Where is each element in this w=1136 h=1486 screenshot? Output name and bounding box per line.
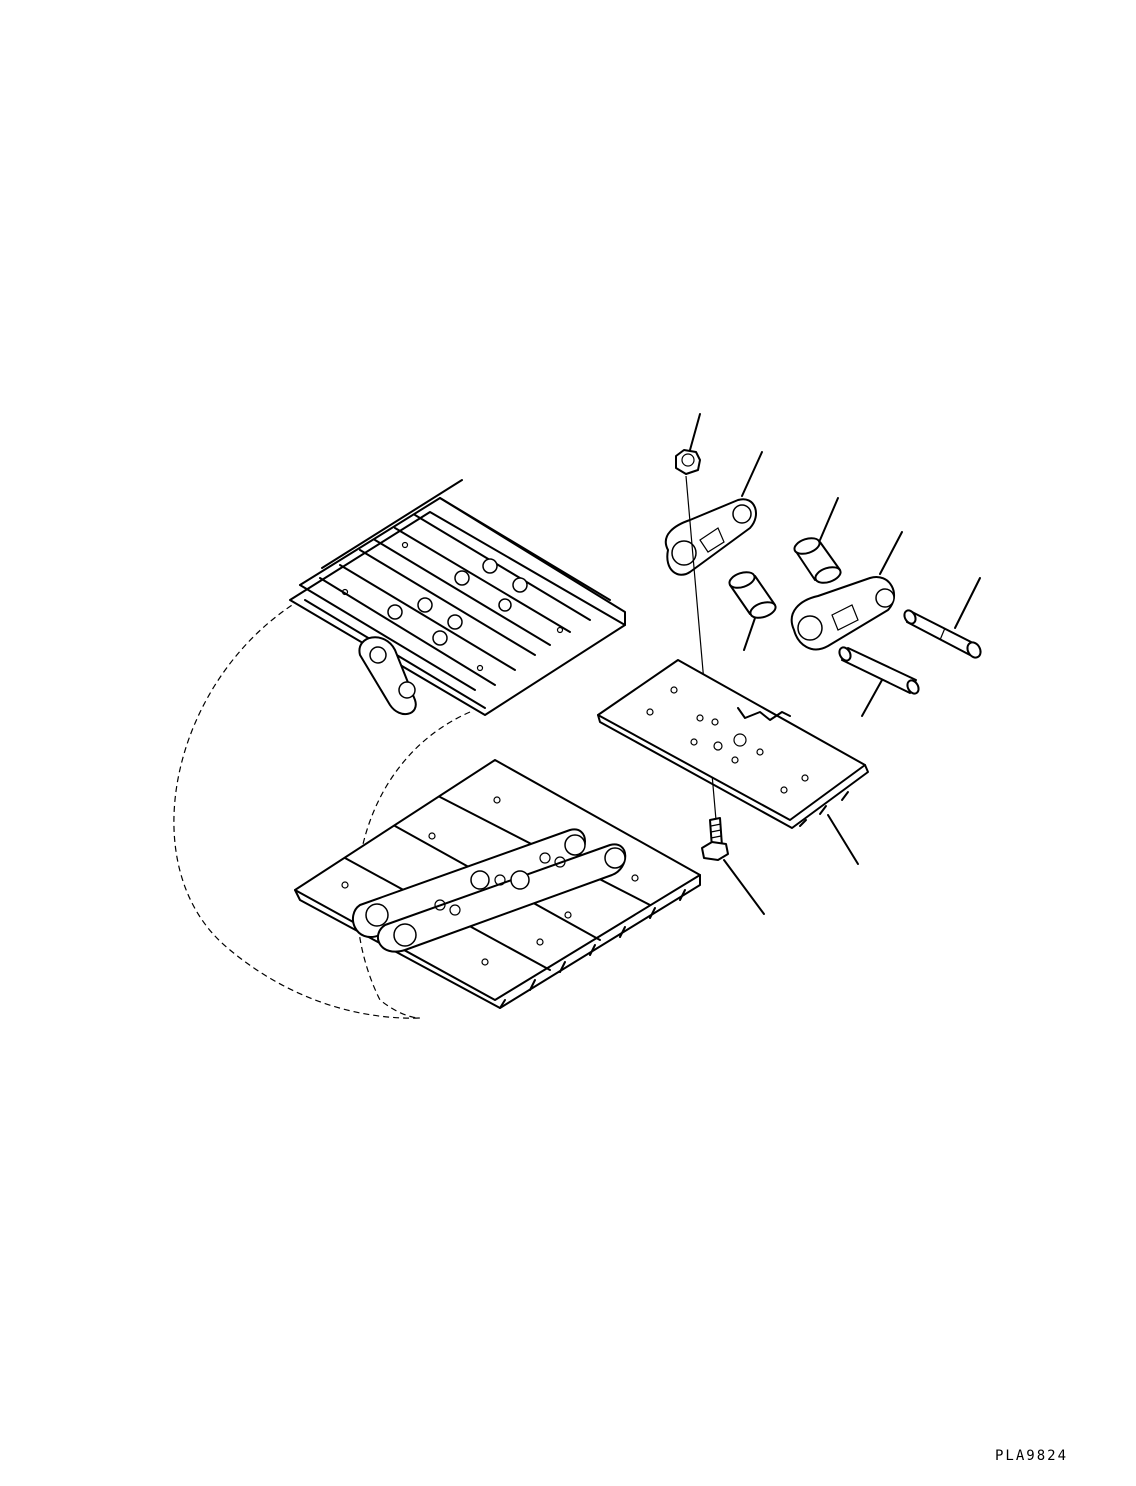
link-right (792, 532, 902, 649)
nut-leader (690, 414, 700, 450)
pin-leader (862, 680, 882, 716)
bushing-lower (727, 569, 777, 650)
link-left-leader (742, 452, 762, 496)
track-assembly (174, 480, 700, 1018)
link-right-leader (880, 532, 902, 574)
upper-track-shoes (290, 480, 625, 715)
track-wrap-outline (174, 600, 420, 1018)
bushing-upper (792, 498, 842, 586)
shoe-bolt-leader (724, 860, 764, 914)
bushing-lower-leader (744, 618, 755, 650)
master-pin-leader (955, 578, 980, 628)
pin (837, 645, 921, 716)
nut (676, 414, 700, 474)
lower-track-section (295, 760, 700, 1008)
shoe-leader (828, 815, 858, 864)
master-pin (902, 578, 983, 660)
shoe-bolt (702, 818, 764, 914)
shoe (598, 660, 868, 864)
drawing-code: PLA9824 (995, 1448, 1069, 1464)
link-left (666, 452, 762, 575)
bushing-upper-leader (820, 498, 838, 540)
